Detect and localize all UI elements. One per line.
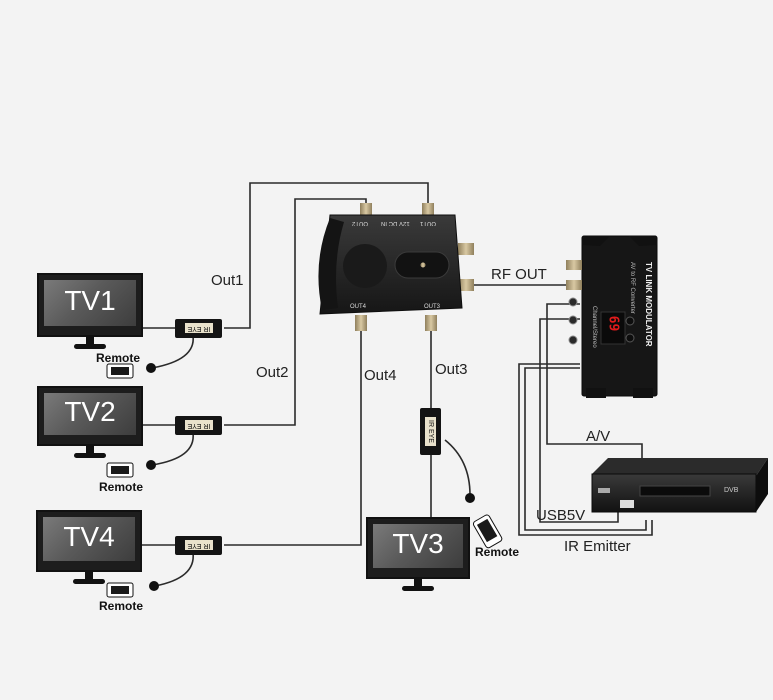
tv-label: TV3 [392, 528, 444, 560]
wire-usb5v [539, 318, 619, 523]
modulator-display: 69 [605, 315, 621, 332]
splitter-port-out4: OUT4 [350, 304, 367, 310]
tv-label: TV2 [64, 396, 116, 428]
tv-3: TV3 [366, 517, 470, 597]
label-out1: Out1 [211, 272, 244, 289]
ir-eye-label: IR EYE [185, 323, 213, 333]
wire-out2 [224, 198, 367, 426]
label-out4: Out4 [364, 367, 397, 384]
modulator-side-text: Channel/Stereo [591, 306, 597, 348]
modulator-title: TV LINK MODULATOR [644, 262, 653, 347]
ir-receiver-tips [146, 363, 475, 591]
splitter-port-out2: OUT2 [352, 220, 369, 226]
splitter-port-dc-in: 12V DC IN [381, 220, 410, 226]
dvb-receiver [591, 458, 768, 513]
remote-tv2 [106, 462, 134, 478]
tv-label: TV4 [63, 521, 115, 553]
tv-2: TV2 [37, 386, 143, 466]
label-av: A/V [586, 428, 611, 445]
remote-label-tv1: Remote [96, 351, 141, 365]
ir-eye-inline-tv2: IR EYE [175, 416, 222, 435]
wire-out1 [224, 182, 429, 329]
ir-eye-label: IR EYE [185, 540, 213, 550]
label-out3: Out3 [435, 361, 468, 378]
ir-eye-inline-tv4: IR EYE [175, 536, 222, 555]
receiver-brand: DVB [724, 487, 739, 494]
remotes [106, 363, 503, 598]
tv-label: TV1 [64, 285, 116, 317]
wire-ir-emitter [518, 363, 653, 536]
remote-tv1 [106, 363, 134, 379]
label-usb5v: USB5V [536, 507, 586, 524]
label-rf-out: RF OUT [491, 266, 547, 283]
remote-tv4 [106, 582, 134, 598]
tv-link-modulator [566, 235, 658, 398]
remote-label-tv2: Remote [99, 480, 144, 494]
wire-av [546, 303, 643, 458]
rf-splitter [318, 203, 474, 331]
ir-eye-inline-tv3: IR EYE [420, 408, 441, 455]
ir-eye-label: IR EYE [185, 420, 213, 430]
wires [142, 182, 653, 587]
label-out2: Out2 [256, 364, 289, 381]
remote-label-tv4: Remote [99, 599, 144, 613]
splitter-port-out1: OUT1 [420, 220, 437, 226]
label-ir-emitter: IR Emitter [564, 538, 631, 555]
modulator-subtitle: AV to RF Converter [629, 262, 635, 314]
remote-tv3 [472, 514, 503, 549]
tv-4: TV4 [36, 510, 142, 590]
ir-eye-label: IR EYE [425, 417, 436, 446]
wire-out4 [224, 330, 362, 546]
remote-label-tv3: Remote [475, 545, 520, 559]
tv-1: TV1 [37, 273, 143, 353]
splitter-port-out3: OUT3 [424, 304, 441, 310]
ir-eye-inline-tv1: IR EYE [175, 319, 222, 338]
